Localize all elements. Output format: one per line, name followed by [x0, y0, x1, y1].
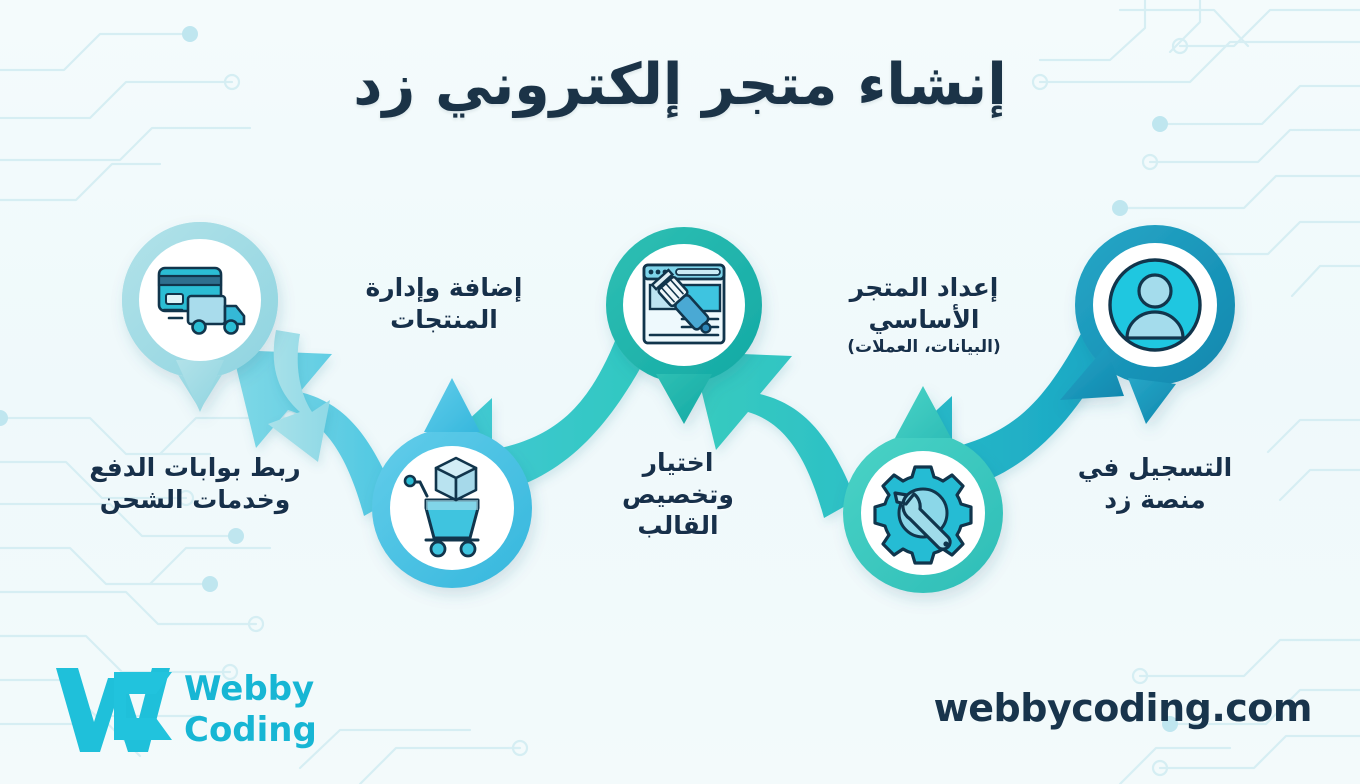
step-label-2: إعداد المتجر الأساسي (البيانات، العملات) — [816, 272, 1032, 358]
step-label-2-main: إعداد المتجر الأساسي — [849, 273, 999, 334]
user-avatar-icon — [1108, 258, 1202, 352]
flow-arrow-2 — [692, 352, 856, 518]
page-title: إنشاء متجر إلكتروني زد — [353, 52, 1007, 118]
browser-paintbrush-icon — [642, 263, 726, 345]
brand-logo[interactable]: Webby Coding — [52, 660, 317, 758]
wc-monogram-icon — [56, 668, 172, 752]
brand-logo-line2: Coding — [184, 709, 317, 750]
step-label-4: إضافة وإدارة المنتجات — [365, 273, 523, 334]
brand-logo-text: Webby Coding — [184, 672, 317, 747]
step-label-2-sub: (البيانات، العملات) — [847, 337, 1001, 357]
flow-arrow-5 — [268, 330, 330, 462]
flow-arrow-4 — [232, 350, 396, 516]
credit-card-truck-icon — [157, 266, 246, 335]
shopping-cart-box-icon — [403, 456, 480, 558]
footer-website-url[interactable]: webbycoding.com — [933, 686, 1313, 730]
step-label-3: اختيار وتخصيص القالب — [622, 448, 734, 540]
gear-wrench-icon — [873, 465, 973, 565]
step-label-1: التسجيل في منصة زد — [1077, 453, 1233, 514]
step-label-5: ربط بوابات الدفع وخدمات الشحن — [89, 453, 301, 514]
brand-logo-line1: Webby — [184, 668, 315, 709]
